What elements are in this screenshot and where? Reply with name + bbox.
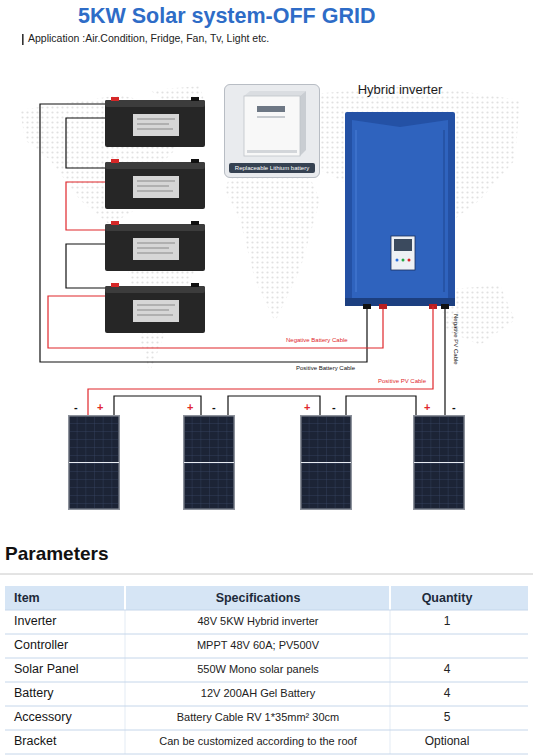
inverter-body-part [402, 259, 405, 262]
page-title: 5KW Solar system-OFF GRID [78, 4, 375, 30]
inverter-unit: Hybrid inverter [341, 82, 459, 306]
table-header: Item [14, 591, 40, 606]
pv-wires [88, 306, 445, 415]
cable-label: Negative PV Cable [452, 314, 459, 365]
inverter-body [345, 112, 455, 309]
pv-wires-part [346, 396, 416, 415]
parameter-table-part [0, 574, 533, 575]
table-cell: Bracket [14, 734, 56, 749]
terminal-sign: - [332, 401, 336, 414]
table-cell: 1 [387, 614, 507, 628]
battery-bank-part [105, 221, 205, 271]
inverter-body-part [379, 304, 387, 309]
battery-wires-part [48, 296, 383, 348]
lithium-battery-picture-part [244, 96, 300, 156]
parameter-table-part [5, 586, 528, 610]
table-cell: 550W Mono solar panels [127, 663, 389, 676]
inverter-body-part [352, 120, 448, 298]
lithium-battery-picture-part [257, 106, 285, 112]
inverter-body-part [345, 112, 455, 306]
solar-panels-part [301, 416, 352, 510]
table-cell: Battery Cable RV 1*35mm² 30cm [127, 711, 389, 724]
battery-wires-part [66, 244, 105, 288]
inverter-body-part [394, 239, 412, 251]
table-cell: Can be customized according to the roof [127, 735, 389, 748]
cable-label: Positive Battery Cable [296, 365, 355, 372]
inverter-body-part [396, 259, 399, 262]
callout-caption: Replaceable Lithium battery [229, 163, 315, 173]
cable-label: Negative Battery Cable [286, 337, 348, 344]
table-cell: Controller [14, 638, 68, 653]
table-cell: Solar Panel [14, 662, 79, 677]
inverter-body-part [363, 304, 371, 309]
terminal-sign: - [452, 401, 456, 414]
lithium-battery-callout: Replaceable Lithium battery [224, 84, 320, 178]
world-map-dots-part [225, 155, 320, 322]
table-cell: MPPT 48V 60A; PV500V [127, 639, 389, 652]
inverter-body-part [444, 130, 445, 292]
battery-wires [40, 104, 383, 362]
solar-panels-part [69, 416, 120, 510]
terminal-sign: + [304, 401, 310, 414]
subtitle-bar-part [22, 34, 24, 45]
inverter-body-part [391, 236, 415, 270]
table-header: Specifications [133, 591, 383, 606]
lithium-battery-picture-part [247, 150, 297, 153]
inverter-body-part [408, 259, 411, 262]
subtitle: Application :Air.Condition, Fridge, Fan,… [28, 32, 269, 45]
table-cell: 4 [387, 662, 507, 676]
pv-wires-part [228, 396, 320, 415]
pv-wires-part [444, 306, 445, 415]
table-cell: Optional [387, 734, 507, 748]
table-cell: 4 [387, 686, 507, 700]
battery-bank-part [105, 97, 205, 147]
section-heading: Parameters [5, 543, 109, 566]
inverter-body-part [356, 130, 357, 292]
battery-bank-part [105, 283, 205, 333]
battery-wires-part [66, 118, 105, 168]
cable-label: Positive PV Cable [378, 378, 426, 385]
terminal-sign: - [74, 401, 78, 414]
battery-bank-part [105, 159, 205, 209]
table-cell: Battery [14, 686, 54, 701]
table-cell: Accessory [14, 710, 72, 725]
lithium-battery-picture-part [257, 116, 285, 118]
solar-panels-part [184, 416, 235, 510]
battery-bank [105, 97, 205, 333]
table-cell: 5 [387, 710, 507, 724]
subtitle-bar [22, 34, 24, 45]
solar-panels [69, 416, 465, 510]
table-cell: 12V 200AH Gel Battery [127, 687, 389, 700]
battery-wires-part [66, 182, 105, 230]
pv-wires-part [114, 396, 201, 415]
terminal-sign: + [424, 401, 430, 414]
terminal-sign: + [187, 401, 193, 414]
terminal-sign: + [97, 401, 103, 414]
terminal-sign: - [212, 401, 216, 414]
parameter-table-part [125, 586, 390, 610]
device-heading: Hybrid inverter [341, 82, 459, 98]
table-cell: Inverter [14, 614, 56, 629]
table-header: Quantity [387, 591, 507, 606]
inverter-body-part [345, 298, 455, 306]
lithium-battery-picture-part [300, 91, 306, 156]
solar-panels-part [414, 416, 465, 510]
lithium-battery-picture-part [244, 91, 306, 96]
parameter-table-part [5, 610, 528, 754]
parameter-table [0, 574, 533, 754]
lithium-battery-picture [224, 84, 320, 178]
table-cell: 48V 5KW Hybrid inverter [127, 615, 389, 628]
pv-wires-part [88, 306, 433, 415]
lithium-battery-picture-part [224, 84, 320, 178]
